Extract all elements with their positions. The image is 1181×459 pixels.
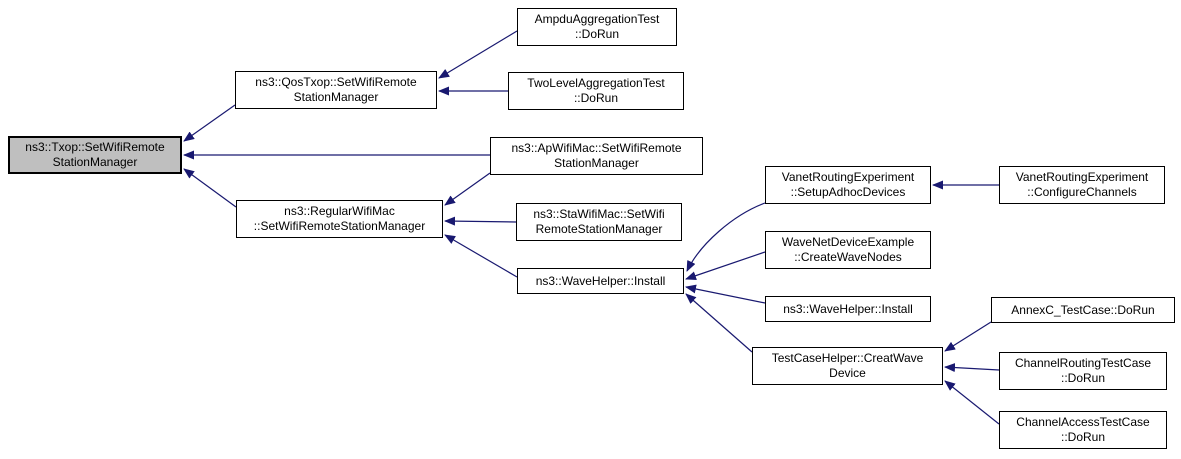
node-wavehelper-install[interactable]: ns3::WaveHelper::Install <box>517 268 684 294</box>
node-stawifimac-setwifiremotestationmanager[interactable]: ns3::StaWifiMac::SetWifi RemoteStationMa… <box>516 203 682 241</box>
edge-ampdu-to-qostxop <box>438 30 518 79</box>
node-wavehelper-install-2[interactable]: ns3::WaveHelper::Install <box>765 296 931 322</box>
node-wavenetdeviceexample-createwavenodes[interactable]: WaveNetDeviceExample ::CreateWaveNodes <box>765 231 931 269</box>
node-apwifimac-setwifiremotestationmanager[interactable]: ns3::ApWifiMac::SetWifiRemote StationMan… <box>490 137 703 175</box>
edge-apwifimac-to-regularwifimac <box>444 172 491 206</box>
node-vanetroutingexperiment-setupadhocdevices[interactable]: VanetRoutingExperiment ::SetupAdhocDevic… <box>765 166 931 204</box>
edge-testcasehelper-to-wavehelper <box>685 293 753 353</box>
edge-wavenet-to-wavehelper <box>685 251 766 281</box>
edge-channelrouting-to-testcasehelper <box>944 363 1000 373</box>
node-annexc-testcase-dorun[interactable]: AnnexC_TestCase::DoRun <box>991 297 1175 323</box>
node-vanetroutingexperiment-configurechannels[interactable]: VanetRoutingExperiment ::ConfigureChanne… <box>999 166 1165 204</box>
node-ampduaggregationtest-dorun[interactable]: AmpduAggregationTest ::DoRun <box>517 8 677 46</box>
edge-wavehelper-to-regularwifimac <box>444 234 518 278</box>
edge-wavehelper2-to-wavehelper <box>685 284 766 304</box>
node-txop-setwifiremotestationmanager: ns3::Txop::SetWifiRemote StationManager <box>8 136 182 174</box>
node-qostxop-setwifiremotestationmanager[interactable]: ns3::QosTxop::SetWifiRemote StationManag… <box>235 71 437 109</box>
node-channelaccesstestcase-dorun[interactable]: ChannelAccessTestCase ::DoRun <box>999 411 1167 449</box>
edge-stawifimac-to-regularwifimac <box>444 216 517 226</box>
edge-vanetsetup-to-wavehelper <box>686 202 766 272</box>
edge-annexc-to-testcasehelper <box>944 321 992 352</box>
node-testcasehelper-creatwavedevice[interactable]: TestCaseHelper::CreatWave Device <box>752 347 943 385</box>
node-channelroutingtestcase-dorun[interactable]: ChannelRoutingTestCase ::DoRun <box>999 352 1167 390</box>
node-twolevelaggregationtest-dorun[interactable]: TwoLevelAggregationTest ::DoRun <box>508 72 684 110</box>
edge-channelaccess-to-testcasehelper <box>944 380 1000 425</box>
edge-qostxop-to-txop <box>183 104 236 142</box>
edge-regularwifimac-to-txop <box>183 168 237 208</box>
node-regularwifimac-setwifiremotestationmanager[interactable]: ns3::RegularWifiMac ::SetWifiRemoteStati… <box>236 200 443 238</box>
